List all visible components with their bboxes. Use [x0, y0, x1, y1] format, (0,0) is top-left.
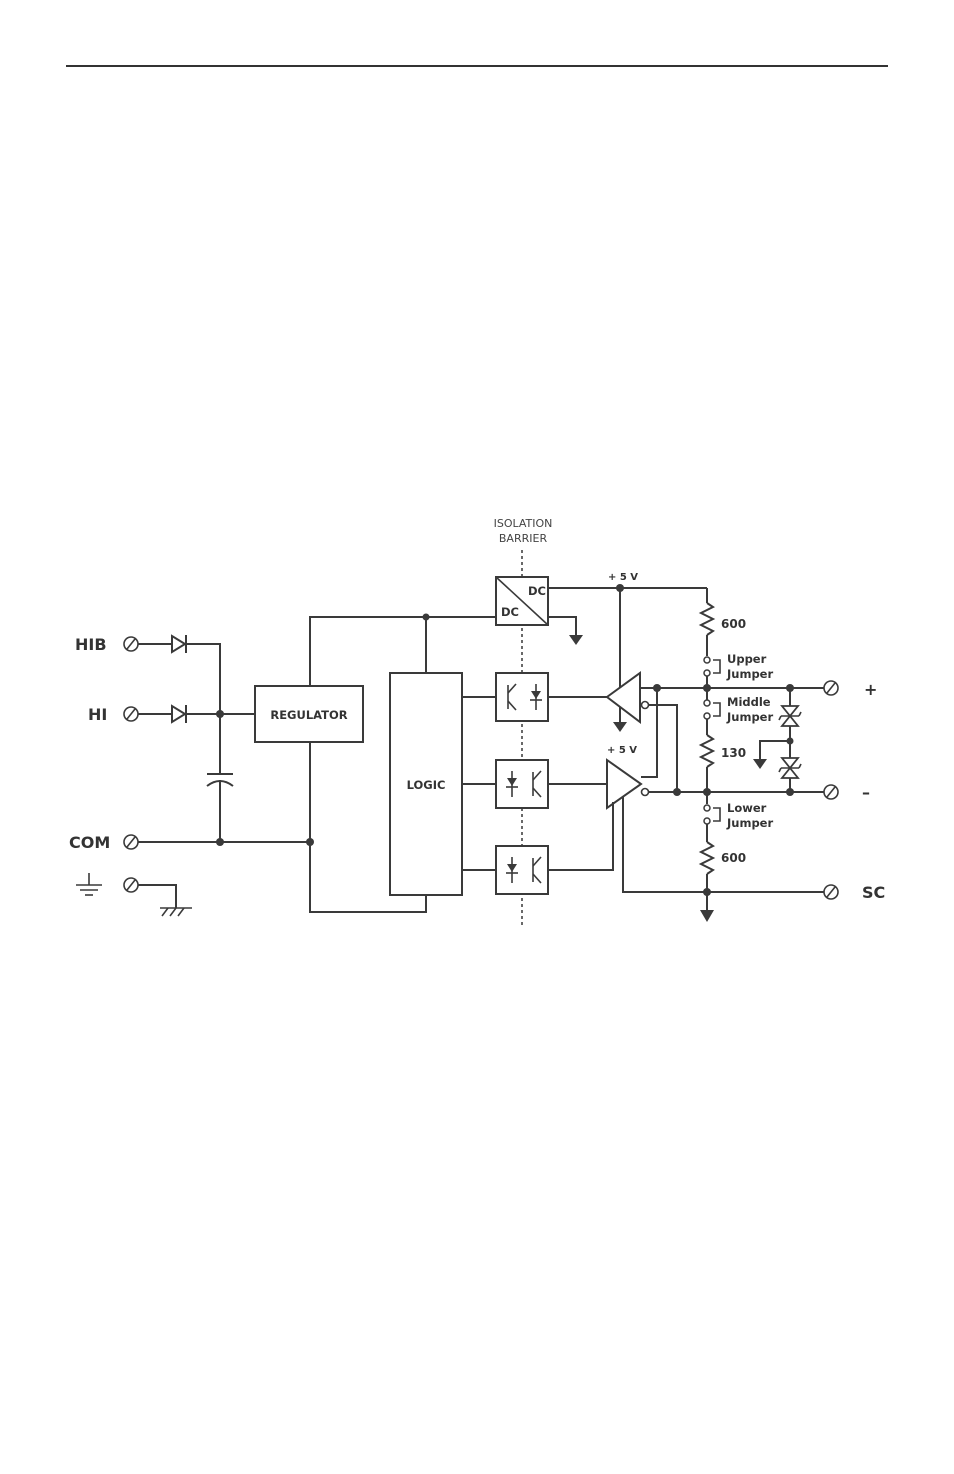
resistor-lower-icon [698, 841, 716, 875]
regulator-block [254, 685, 364, 743]
upper-jumper-label-1: Upper [727, 652, 767, 666]
screw-terminal-sc [823, 884, 839, 900]
lower-jumper [703, 804, 721, 825]
earth-ground-icon [76, 873, 102, 896]
regulator-label: REGULATOR [270, 708, 347, 722]
logic-block [389, 672, 463, 896]
screw-terminal-minus [823, 784, 839, 800]
middle-jumper-label-1: Middle [727, 695, 771, 709]
terminal-label-hi: HI [88, 705, 107, 724]
diode-hib-icon [171, 634, 187, 654]
barrier-label-line1: ISOLATION [494, 517, 553, 530]
resistor-middle-label: 130 [721, 746, 746, 760]
inverting-output-icon [640, 700, 650, 710]
tvs-diode-upper-icon [778, 705, 802, 727]
ground-arrow-icon [613, 722, 627, 732]
barrier-label-line2: BARRIER [499, 532, 548, 545]
optocoupler-3 [495, 845, 549, 895]
middle-jumper [703, 699, 721, 720]
optocoupler-1 [495, 672, 549, 722]
dc-output-label: DC [528, 584, 546, 598]
inverting-input-icon [640, 787, 650, 797]
screw-terminal-ground [123, 877, 139, 893]
ground-arrow-icon [753, 759, 767, 769]
resistor-middle-icon [698, 734, 716, 768]
resistor-upper-label: 600 [721, 617, 746, 631]
terminal-label-com: COM [69, 833, 110, 852]
supply-label-lower: + 5 V [607, 745, 637, 756]
block-diagram: ISOLATION BARRIER HIB HI COM [69, 517, 885, 925]
terminal-label-plus: + [864, 680, 877, 699]
logic-label: LOGIC [407, 778, 446, 792]
middle-jumper-label-2: Jumper [726, 710, 773, 724]
driver-amplifier-icon [605, 671, 641, 725]
screw-terminal-hib [123, 636, 139, 652]
supply-label-top: + 5 V [608, 572, 638, 583]
terminal-label-minus: – [862, 783, 870, 802]
junction-dot [216, 838, 224, 846]
dc-dc-converter: DC DC [495, 576, 549, 626]
upper-jumper-label-2: Jumper [726, 667, 773, 681]
screw-terminal-plus [823, 680, 839, 696]
ground-arrow-icon [569, 635, 583, 645]
screw-terminal-com [123, 834, 139, 850]
terminal-label-sc: SC [862, 883, 885, 902]
terminal-label-hib: HIB [75, 635, 107, 654]
optocoupler-2 [495, 759, 549, 809]
lower-jumper-label-2: Jumper [726, 816, 773, 830]
dc-input-label: DC [501, 605, 519, 619]
diode-hi-icon [171, 704, 187, 724]
resistor-lower-label: 600 [721, 851, 746, 865]
screw-terminal-hi [123, 706, 139, 722]
upper-jumper [703, 656, 721, 677]
tvs-diode-lower-icon [778, 757, 802, 779]
chassis-ground-icon [160, 907, 192, 917]
ground-arrow-icon [700, 910, 714, 922]
resistor-upper-icon [698, 602, 716, 636]
lower-jumper-label-1: Lower [727, 801, 767, 815]
